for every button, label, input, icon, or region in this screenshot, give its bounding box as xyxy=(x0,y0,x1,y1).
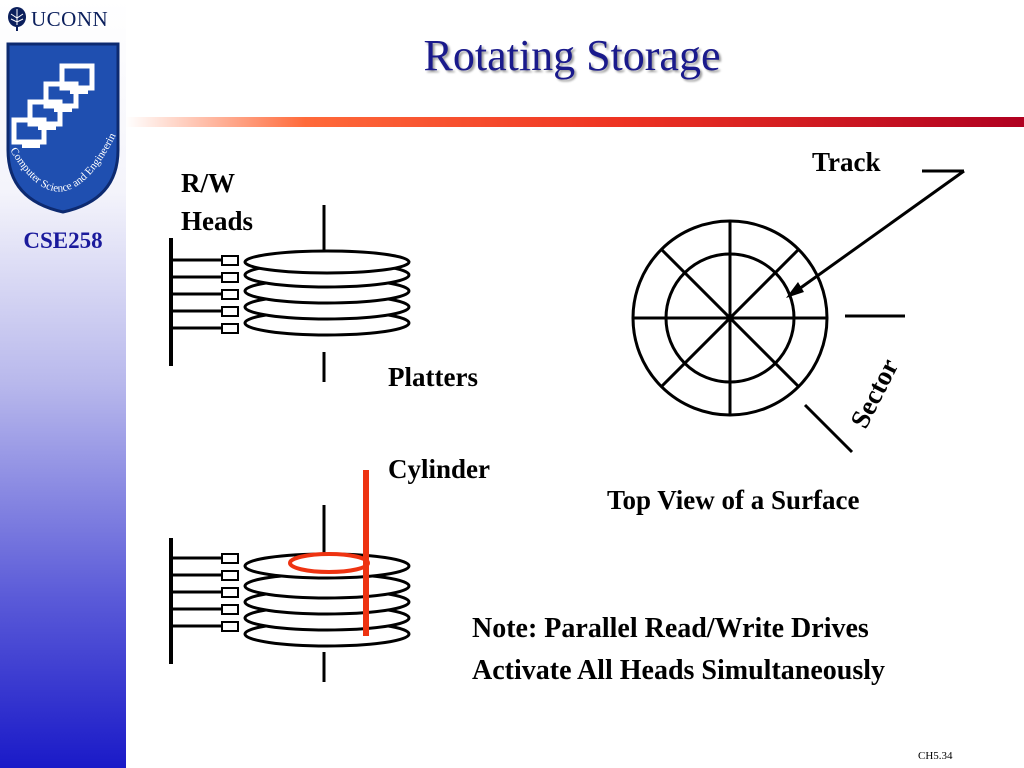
track-pointer xyxy=(786,169,965,298)
brand-name: UCONN xyxy=(31,6,109,31)
platter-stack-top xyxy=(243,205,411,382)
oak-leaf-icon xyxy=(8,7,26,31)
rw-head xyxy=(221,255,239,266)
slide-number: CH5.34 xyxy=(918,750,953,762)
rw-heads-label: R/W Heads xyxy=(181,164,253,240)
rw-head xyxy=(221,570,239,581)
platter-stack-bottom xyxy=(243,505,411,682)
department-shield-logo: Computer Science and Engineering xyxy=(0,40,120,214)
university-brand: UCONN xyxy=(6,6,108,32)
course-code: CSE258 xyxy=(23,228,103,253)
track-label: Track xyxy=(812,147,881,177)
rw-head xyxy=(221,604,239,615)
rw-head xyxy=(221,553,239,564)
rw-head-assembly-top xyxy=(169,238,239,366)
cylinder-label: Cylinder xyxy=(388,454,491,484)
surface-top-view xyxy=(631,219,829,417)
platter xyxy=(243,249,411,275)
rw-head xyxy=(221,306,239,317)
rw-head-assembly-bottom xyxy=(169,538,239,664)
note-text: Note: Parallel Read/Write Drives Activat… xyxy=(472,608,885,692)
rw-head xyxy=(221,323,239,334)
note-line1: Note: Parallel Read/Write Drives xyxy=(472,613,869,644)
platters-label: Platters xyxy=(388,362,478,392)
title-divider xyxy=(126,117,1024,127)
sidebar: UCONN Computer Science and Engineering C… xyxy=(0,0,126,768)
slide-title: Rotating Storage xyxy=(423,31,721,80)
note-line2: Activate All Heads Simultaneously xyxy=(472,655,886,686)
top-view-caption: Top View of a Surface xyxy=(607,485,860,515)
rw-heads-label-line1: R/W xyxy=(181,168,235,198)
rw-heads-label-line2: Heads xyxy=(181,206,254,236)
platter xyxy=(243,552,411,580)
cylinder-highlight xyxy=(288,470,370,636)
rw-head xyxy=(221,621,239,632)
rw-head xyxy=(221,587,239,598)
sector-pointer xyxy=(803,314,905,454)
rw-head xyxy=(221,272,239,283)
rw-head xyxy=(221,289,239,300)
